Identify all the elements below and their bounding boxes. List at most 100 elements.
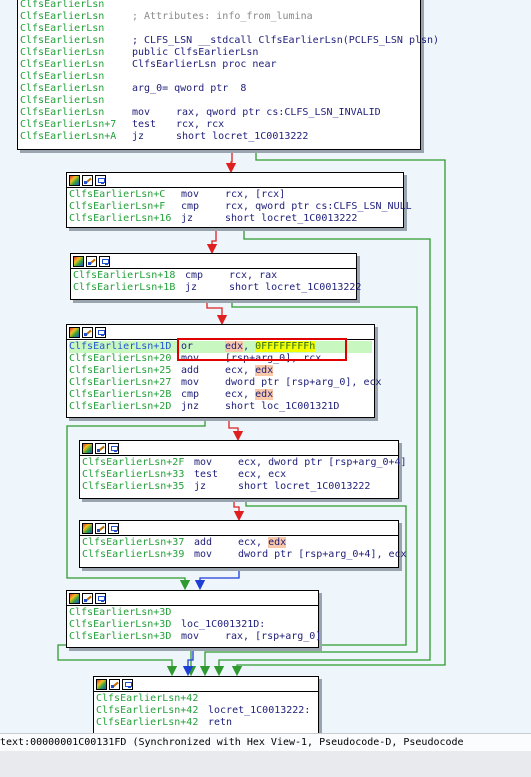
node-color-icon[interactable] <box>82 442 93 454</box>
node-color-icon[interactable] <box>69 592 80 604</box>
operands: short locret_1C0013222 <box>176 131 309 142</box>
address-label: ClfsEarlierLsn <box>20 47 105 58</box>
asm-line[interactable]: ClfsEarlierLsn; CLFS_LSN __stdcall ClfsE… <box>20 35 439 47</box>
address-label: ClfsEarlierLsn+1D <box>69 341 172 352</box>
asm-line[interactable]: ClfsEarlierLsn; Attributes: info_from_lu… <box>20 11 418 23</box>
group-nodes-icon[interactable] <box>108 522 119 534</box>
asm-line[interactable]: ClfsEarlierLsn arg_0= qword ptr 8 <box>20 83 418 95</box>
edge-red-18-to-1d <box>206 298 228 326</box>
node-titlebar[interactable] <box>80 521 398 536</box>
group-nodes-icon[interactable] <box>95 174 106 186</box>
mnemonic: cmp <box>181 389 200 400</box>
node-titlebar[interactable] <box>71 254 356 269</box>
mnemonic: jz <box>194 481 207 492</box>
rename-node-icon[interactable] <box>95 522 106 534</box>
node-titlebar[interactable] <box>67 591 318 606</box>
edge-green-2f-to-42 <box>185 497 407 677</box>
asm-line[interactable]: ClfsEarlierLsn <box>20 23 418 35</box>
asm-line[interactable]: ClfsEarlierLsn+42 <box>96 693 316 705</box>
operand-separator: , <box>243 341 256 352</box>
node-titlebar[interactable] <box>94 677 318 692</box>
node-color-icon[interactable] <box>82 522 93 534</box>
rename-node-icon[interactable] <box>109 678 120 690</box>
rename-node-icon[interactable] <box>86 255 97 267</box>
node-color-icon[interactable] <box>96 678 107 690</box>
address-label: ClfsEarlierLsn+18 <box>73 270 176 281</box>
rename-node-icon[interactable] <box>95 442 106 454</box>
group-nodes-icon[interactable] <box>99 255 110 267</box>
code-block-18[interactable]: ClfsEarlierLsn+18 cmp rcx, rax ClfsEarlier… <box>70 253 361 300</box>
operands: dword ptr [rsp+arg_0], ecx <box>225 377 382 388</box>
mnemonic: jz <box>132 131 145 142</box>
node-color-icon[interactable] <box>73 255 84 267</box>
group-nodes-icon[interactable] <box>122 678 133 690</box>
asm-line[interactable]: ClfsEarlierLsn <box>20 71 418 83</box>
address-label: ClfsEarlierLsn <box>20 83 105 94</box>
operands: ecx, ecx <box>238 469 287 480</box>
annotation-highlight-box <box>177 338 347 361</box>
operand-register-highlight[interactable]: edx <box>255 365 274 376</box>
operand-register-highlight[interactable]: edx <box>268 537 287 548</box>
group-nodes-icon[interactable] <box>95 592 106 604</box>
mnemonic: cmp <box>185 270 204 281</box>
node-color-icon[interactable] <box>69 326 80 338</box>
edge-green-c-to-42 <box>213 226 431 677</box>
asm-line[interactable]: ClfsEarlierLsn+18 cmp rcx, rax <box>73 270 354 282</box>
edge-green-top-to-42 <box>231 149 446 677</box>
rename-node-icon[interactable] <box>82 592 93 604</box>
asm-line[interactable]: ClfsEarlierLsn <box>20 95 418 107</box>
sync-status-bar: text:00000001C00131FD (Synchronized with… <box>0 733 531 752</box>
operand-register-highlight[interactable]: edx <box>255 389 274 400</box>
node-color-icon[interactable] <box>69 174 80 186</box>
operands: rcx, rcx <box>176 119 225 130</box>
node-titlebar[interactable] <box>67 173 403 188</box>
operands: rcx, rax <box>229 270 278 281</box>
asm-line[interactable]: ClfsEarlierLsn+3D <box>69 607 316 619</box>
group-nodes-icon[interactable] <box>95 326 106 338</box>
node-titlebar[interactable] <box>80 441 398 456</box>
asm-line[interactable]: ClfsEarlierLsn <box>20 0 418 11</box>
status-text: text:00000001C00131FD (Synchronized with… <box>0 737 464 748</box>
rename-node-icon[interactable] <box>82 326 93 338</box>
operand-immediate-highlight[interactable]: 0FFFFFFFFh <box>255 341 316 352</box>
group-nodes-icon[interactable] <box>108 442 119 454</box>
directive: arg_0= qword ptr 8 <box>132 83 247 94</box>
address-label: ClfsEarlierLsn <box>20 95 105 106</box>
operands: rcx, qword ptr cs:CLFS_LSN_NULL <box>225 201 412 212</box>
rename-node-icon[interactable] <box>82 174 93 186</box>
code-block-entry[interactable]: ClfsEarlierLsn ClfsEarlierLsn; Attribute… <box>17 0 439 150</box>
operand-register-highlight[interactable]: edx <box>225 341 244 352</box>
